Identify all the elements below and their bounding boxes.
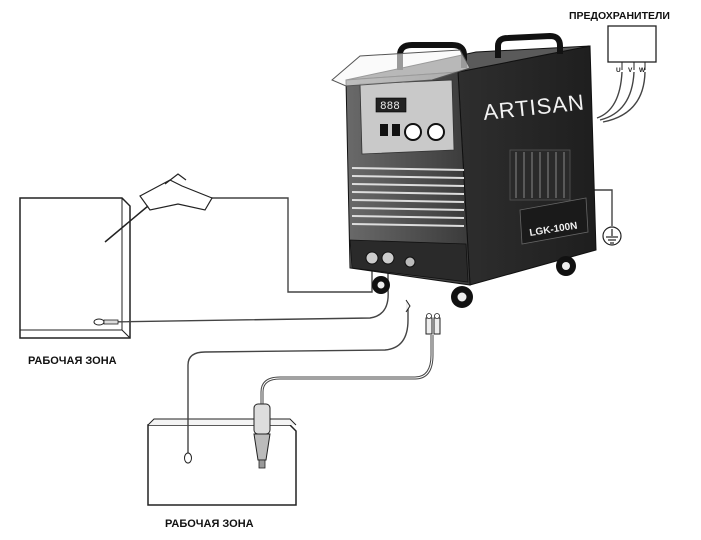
phase-u-wire: [596, 71, 623, 119]
ground-clamp-top-icon: [93, 318, 119, 326]
carry-handles: [397, 32, 563, 70]
work-zone-bottom-label: РАБОЧАЯ ЗОНА: [165, 518, 254, 530]
phase-v-wire: [599, 71, 635, 121]
cables: [103, 71, 646, 455]
wheels: [372, 256, 576, 308]
ground-clamp-bottom-icon: [184, 452, 192, 464]
phase-w-label: W: [639, 67, 646, 74]
holder-cable: [200, 197, 373, 293]
torch-hose-inner: [261, 335, 433, 405]
protective-cover: [331, 49, 471, 87]
torch-hose: [260, 335, 434, 405]
connector-plugs: [405, 299, 441, 335]
phase-w-wire: [602, 71, 646, 123]
ground-cable-top: [103, 270, 389, 323]
electrode-holder-icon: [104, 173, 213, 243]
display-digits: 888: [380, 101, 400, 113]
welding-machine: 888: [345, 45, 597, 286]
fuses-label: ПРЕДОХРАНИТЕЛИ: [569, 10, 670, 22]
fuse-box: [607, 25, 657, 70]
work-zone-top-label: РАБОЧАЯ ЗОНА: [28, 355, 117, 367]
phase-v-label: V: [628, 67, 633, 74]
earth-wire: [590, 189, 613, 226]
phase-u-label: U: [616, 67, 621, 74]
work-zone-bottom-box: [147, 418, 297, 506]
work-zone-top-box: [19, 197, 131, 339]
ground-cable-bottom: [187, 305, 409, 455]
plasma-torch-icon: [253, 403, 271, 469]
earth-ground-icon: [602, 226, 622, 246]
